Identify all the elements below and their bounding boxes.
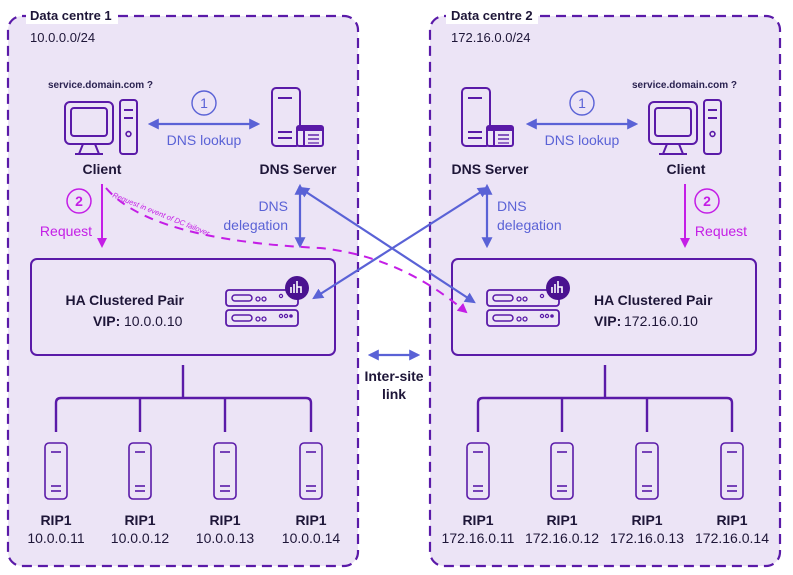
rip-server: RIP1 10.0.0.12 xyxy=(111,442,170,546)
rip-ip: 10.0.0.13 xyxy=(196,530,255,546)
client-label: Client xyxy=(83,161,122,177)
rip-name: RIP1 xyxy=(209,512,240,528)
datacentre-1: Data centre 1 10.0.0.0/24 service.domain… xyxy=(6,6,360,568)
dns-delegation-line2: delegation xyxy=(497,217,562,233)
client-query: service.domain.com ? xyxy=(48,80,153,91)
ha-cluster-box xyxy=(30,258,336,356)
dns-delegation-line2: delegation xyxy=(223,217,288,233)
rip-name: RIP1 xyxy=(631,512,662,528)
rip-server: RIP1 172.16.0.14 xyxy=(695,442,769,546)
rip-name: RIP1 xyxy=(40,512,71,528)
rip-name: RIP1 xyxy=(716,512,747,528)
dns-server-label: DNS Server xyxy=(451,161,529,177)
dns-delegation-cross-arrow-dc2-to-dc1 xyxy=(312,186,489,300)
client-label: Client xyxy=(667,161,706,177)
rip-server: RIP1 172.16.0.11 xyxy=(442,442,515,546)
step-1-badge xyxy=(569,90,595,116)
step-2-badge xyxy=(694,188,720,214)
rip-ip: 10.0.0.14 xyxy=(282,530,341,546)
rip-ip: 172.16.0.14 xyxy=(695,530,769,546)
rip-ip: 172.16.0.11 xyxy=(442,530,515,546)
loadbalancer-logo-icon xyxy=(545,275,571,301)
step-2-number: 2 xyxy=(703,193,711,209)
step-1-badge xyxy=(191,90,217,116)
rip-server: RIP1 172.16.0.13 xyxy=(610,442,684,546)
rip-tree xyxy=(54,365,313,432)
dns-delegation-line1: DNS xyxy=(258,198,288,214)
client-query: service.domain.com ? xyxy=(632,80,737,91)
rip-tree xyxy=(476,365,734,432)
rip-ip: 172.16.0.12 xyxy=(525,530,599,546)
dns-lookup-label: DNS lookup xyxy=(545,132,620,148)
datacentre-2: Data centre 2 172.16.0.0/24 service.doma… xyxy=(428,6,782,568)
rip-server: RIP1 10.0.0.11 xyxy=(27,442,85,546)
rip-name: RIP1 xyxy=(546,512,577,528)
datacentre-zone xyxy=(428,14,782,568)
loadbalancer-logo-icon xyxy=(284,275,310,301)
rip-ip: 10.0.0.12 xyxy=(111,530,170,546)
rip-name: RIP1 xyxy=(124,512,155,528)
datacentre-subnet: 172.16.0.0/24 xyxy=(451,30,531,45)
datacentre-subnet: 10.0.0.0/24 xyxy=(30,30,95,45)
ha-cluster-box xyxy=(451,258,757,356)
cluster-title: HA Clustered Pair xyxy=(594,292,713,308)
rip-ip: 10.0.0.11 xyxy=(27,530,85,546)
step-2-number: 2 xyxy=(75,193,83,209)
rip-name: RIP1 xyxy=(462,512,493,528)
datacentre-title: Data centre 2 xyxy=(451,8,533,23)
request-label: Request xyxy=(695,223,747,239)
rip-ip: 172.16.0.13 xyxy=(610,530,684,546)
rip-name: RIP1 xyxy=(295,512,326,528)
vip-label: VIP: xyxy=(594,313,621,329)
dns-server-label: DNS Server xyxy=(259,161,337,177)
vip-address: 172.16.0.10 xyxy=(624,313,698,329)
step-1-number: 1 xyxy=(578,95,586,111)
inter-site-label-line1: Inter-site xyxy=(364,368,423,384)
rip-server: RIP1 172.16.0.12 xyxy=(525,442,599,546)
rip-server: RIP1 10.0.0.14 xyxy=(282,442,341,546)
step-2-badge xyxy=(66,188,92,214)
step-1-number: 1 xyxy=(200,95,208,111)
cluster-title: HA Clustered Pair xyxy=(65,292,184,308)
inter-site-label-line2: link xyxy=(382,386,406,402)
datacentre-title: Data centre 1 xyxy=(30,8,112,23)
vip-label: VIP: xyxy=(93,313,120,329)
dns-delegation-line1: DNS xyxy=(497,198,527,214)
vip-address: 10.0.0.10 xyxy=(124,313,183,329)
dns-lookup-label: DNS lookup xyxy=(167,132,242,148)
rip-server: RIP1 10.0.0.13 xyxy=(196,442,255,546)
request-label: Request xyxy=(40,223,92,239)
failover-request-path xyxy=(105,187,468,314)
